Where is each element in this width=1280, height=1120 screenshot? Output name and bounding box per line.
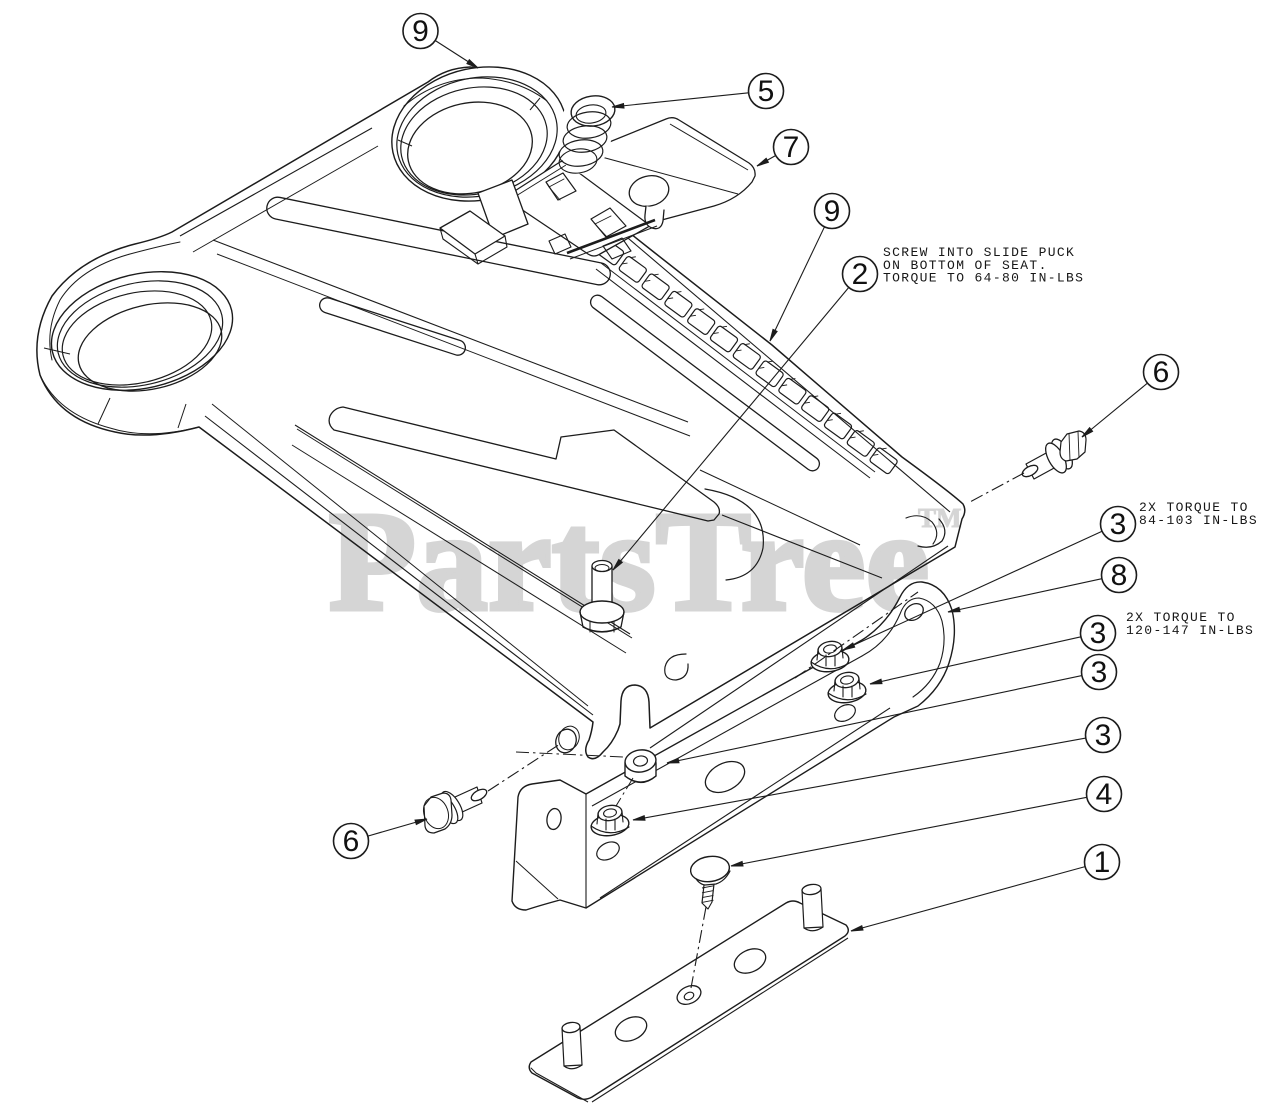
svg-text:3: 3 bbox=[1090, 617, 1107, 650]
svg-text:TM: TM bbox=[918, 503, 962, 533]
svg-text:SCREW INTO SLIDE PUCK: SCREW INTO SLIDE PUCK bbox=[883, 245, 1075, 260]
svg-text:ON BOTTOM OF SEAT.: ON BOTTOM OF SEAT. bbox=[883, 258, 1048, 273]
svg-text:9: 9 bbox=[412, 15, 429, 48]
svg-text:6: 6 bbox=[1153, 356, 1170, 389]
svg-text:3: 3 bbox=[1095, 719, 1112, 752]
svg-text:9: 9 bbox=[824, 195, 841, 228]
svg-text:2: 2 bbox=[852, 258, 869, 291]
svg-text:1: 1 bbox=[1094, 846, 1111, 879]
svg-text:3: 3 bbox=[1091, 656, 1108, 689]
svg-text:2X TORQUE TO: 2X TORQUE TO bbox=[1139, 500, 1249, 515]
svg-text:8: 8 bbox=[1111, 559, 1128, 592]
svg-text:6: 6 bbox=[343, 825, 360, 858]
svg-text:5: 5 bbox=[758, 75, 775, 108]
svg-text:2X TORQUE TO: 2X TORQUE TO bbox=[1126, 610, 1236, 625]
svg-text:84-103 IN-LBS: 84-103 IN-LBS bbox=[1139, 513, 1258, 528]
svg-text:120-147 IN-LBS: 120-147 IN-LBS bbox=[1126, 623, 1254, 638]
svg-text:4: 4 bbox=[1096, 778, 1113, 811]
svg-text:TORQUE TO 64-80 IN-LBS: TORQUE TO 64-80 IN-LBS bbox=[883, 271, 1084, 286]
svg-text:7: 7 bbox=[783, 131, 800, 164]
svg-text:3: 3 bbox=[1110, 508, 1127, 541]
